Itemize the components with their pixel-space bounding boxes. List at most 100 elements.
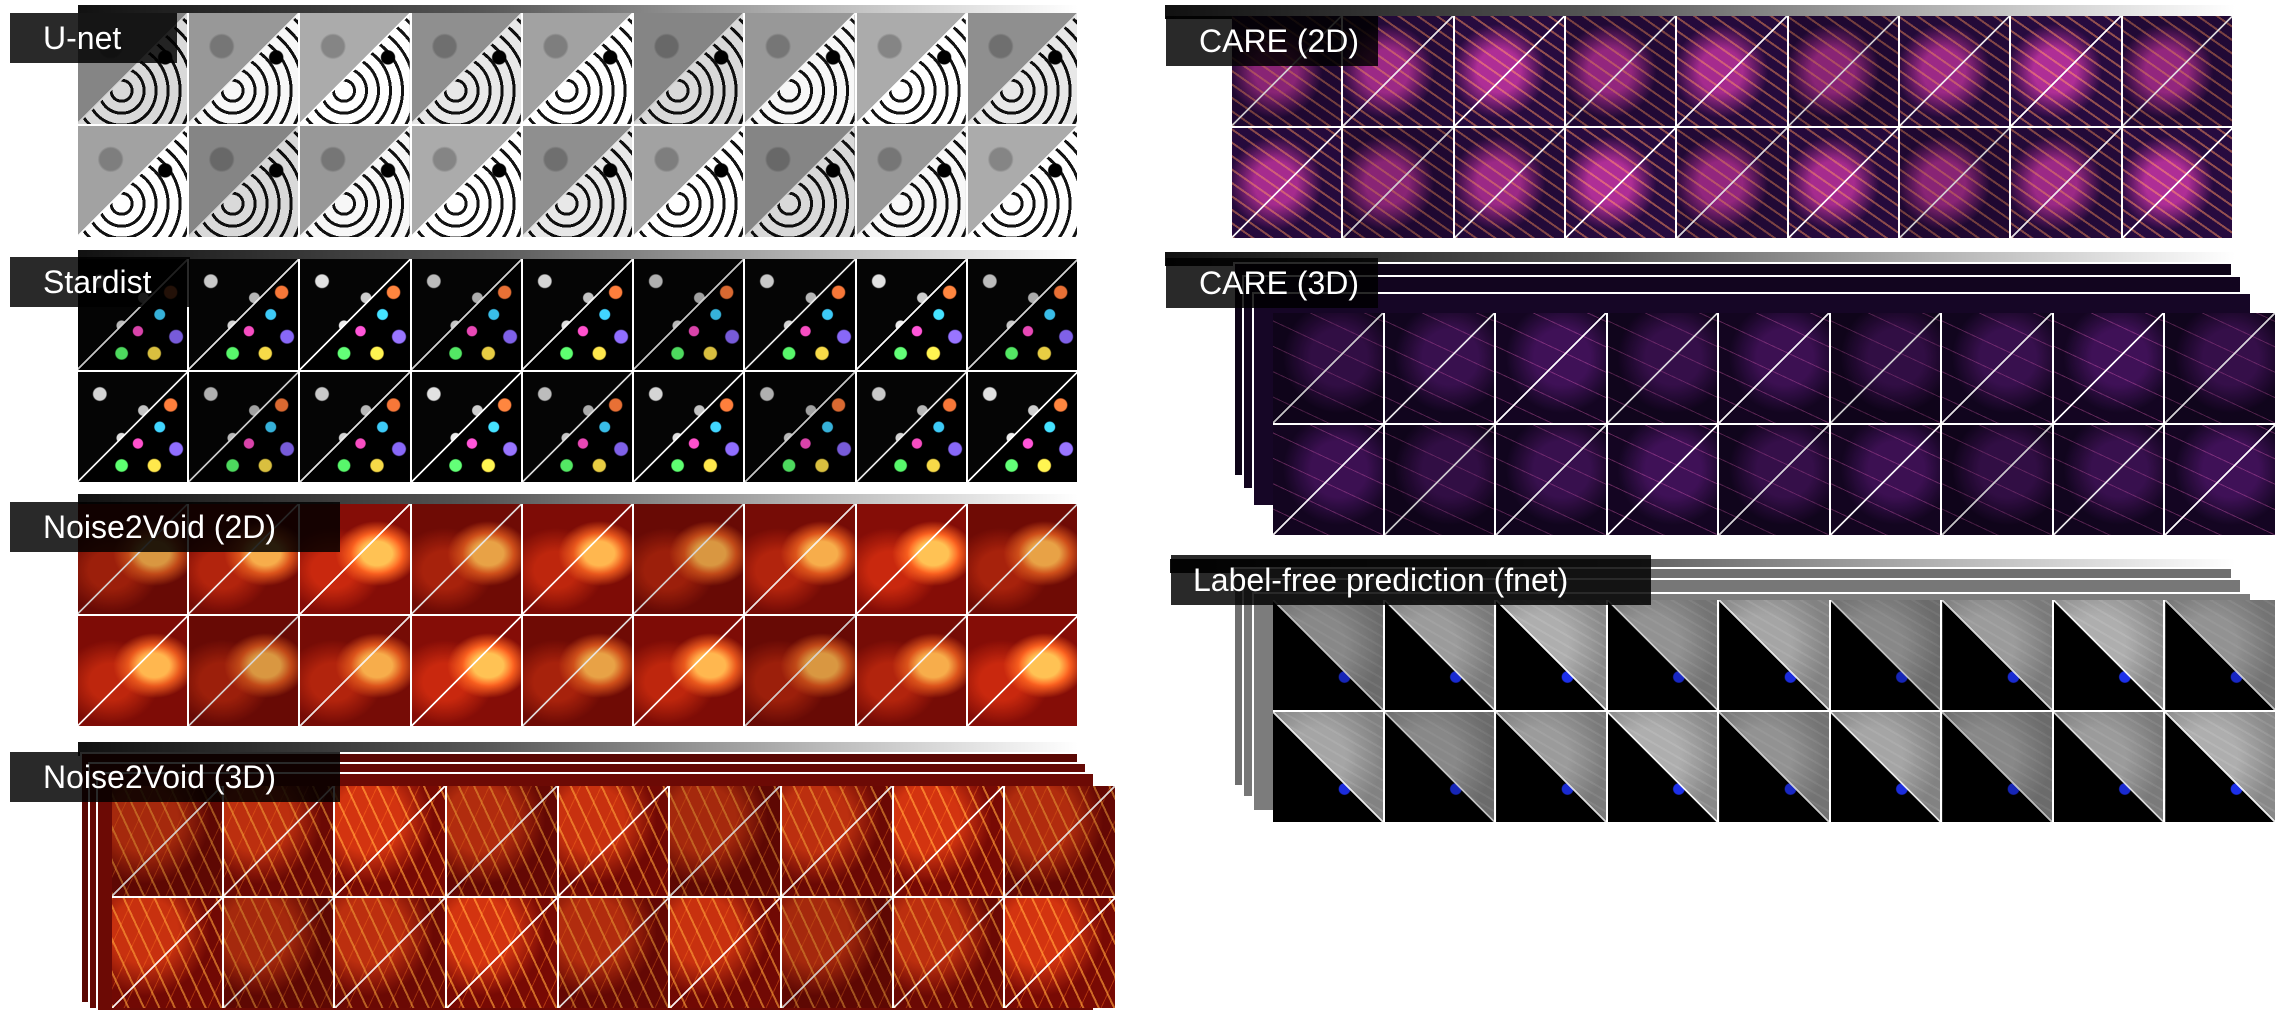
- prediction-overlay: [300, 13, 410, 124]
- n2v3d-image-grid: [112, 786, 1115, 1008]
- image-tile: [1454, 16, 1564, 126]
- image-tile: [300, 616, 410, 726]
- image-tile: [1830, 425, 1941, 535]
- image-tile: [856, 13, 966, 124]
- image-tile: [411, 126, 521, 237]
- image-tile: [1496, 425, 1606, 535]
- image-tile: [522, 616, 633, 726]
- image-tile: [411, 13, 521, 124]
- fnet-title: Label-free prediction (fnet): [1171, 555, 1651, 605]
- image-tile: [1607, 425, 1718, 535]
- image-tile: [1384, 600, 1495, 710]
- image-tile: [522, 259, 633, 370]
- prediction-overlay: [300, 126, 410, 237]
- prediction-overlay: [522, 126, 633, 237]
- prediction-overlay: [189, 13, 299, 124]
- image-tile: [2011, 128, 2121, 238]
- image-tile: [1384, 712, 1495, 822]
- image-tile: [856, 126, 966, 237]
- prediction-overlay: [1942, 712, 2052, 822]
- prediction-overlay: [745, 259, 855, 370]
- image-tile: [1005, 786, 1115, 896]
- image-tile: [112, 898, 222, 1008]
- prediction-overlay: [634, 259, 744, 370]
- prediction-overlay: [967, 371, 1077, 482]
- image-tile: [745, 616, 855, 726]
- prediction-overlay: [1384, 712, 1495, 822]
- prediction-overlay: [1607, 712, 1718, 822]
- prediction-overlay: [78, 371, 188, 482]
- image-tile: [223, 898, 334, 1008]
- image-tile: [2053, 313, 2164, 423]
- prediction-overlay: [1384, 600, 1495, 710]
- image-tile: [1719, 425, 1829, 535]
- image-tile: [1607, 600, 1718, 710]
- image-tile: [634, 616, 744, 726]
- image-tile: [967, 13, 1077, 124]
- image-tile: [446, 786, 557, 896]
- image-tile: [300, 371, 410, 482]
- image-tile: [1788, 128, 1898, 238]
- image-tile: [856, 616, 966, 726]
- image-tile: [1343, 16, 1453, 126]
- image-tile: [78, 616, 188, 726]
- image-tile: [1454, 128, 1564, 238]
- image-tile: [1232, 128, 1342, 238]
- prediction-overlay: [1273, 600, 1383, 710]
- image-tile: [781, 898, 892, 1008]
- image-tile: [78, 371, 188, 482]
- care3d-image-grid: [1273, 313, 2275, 535]
- stardist-title: Stardist: [10, 257, 190, 307]
- image-tile: [967, 126, 1077, 237]
- image-tile: [1830, 313, 1941, 423]
- image-tile: [670, 898, 780, 1008]
- prediction-overlay: [2165, 712, 2275, 822]
- image-tile: [411, 259, 521, 370]
- image-tile: [745, 13, 855, 124]
- prediction-overlay: [522, 371, 633, 482]
- image-tile: [2053, 712, 2164, 822]
- image-tile: [1384, 313, 1495, 423]
- image-tile: [522, 13, 633, 124]
- unet-title: U-net: [10, 13, 177, 63]
- image-tile: [1900, 16, 2010, 126]
- prediction-overlay: [78, 126, 188, 237]
- image-tile: [1607, 313, 1718, 423]
- image-tile: [411, 371, 521, 482]
- image-tile: [1719, 313, 1829, 423]
- image-tile: [2011, 16, 2121, 126]
- prediction-overlay: [522, 259, 633, 370]
- prediction-overlay: [634, 126, 744, 237]
- image-tile: [1496, 600, 1606, 710]
- stardist-image-grid: [78, 259, 1077, 482]
- image-tile: [634, 504, 744, 614]
- image-tile: [189, 259, 299, 370]
- prediction-overlay: [300, 371, 410, 482]
- image-tile: [411, 616, 521, 726]
- prediction-overlay: [1942, 600, 2052, 710]
- prediction-overlay: [1719, 712, 1829, 822]
- image-tile: [1830, 600, 1941, 710]
- prediction-overlay: [1496, 712, 1606, 822]
- image-tile: [1566, 128, 1676, 238]
- prediction-overlay: [634, 13, 744, 124]
- prediction-overlay: [1273, 712, 1383, 822]
- prediction-overlay: [967, 126, 1077, 237]
- image-tile: [1566, 16, 1676, 126]
- image-tile: [745, 259, 855, 370]
- image-tile: [1677, 128, 1787, 238]
- image-tile: [112, 786, 222, 896]
- image-tile: [1788, 16, 1898, 126]
- image-tile: [300, 259, 410, 370]
- prediction-overlay: [2165, 600, 2275, 710]
- care2d-image-grid: [1232, 16, 2232, 238]
- image-tile: [1942, 425, 2052, 535]
- unet-image-grid: [78, 13, 1077, 237]
- prediction-overlay: [634, 371, 744, 482]
- fnet-image-grid: [1273, 600, 2275, 822]
- image-tile: [558, 898, 669, 1008]
- care3d-title: CARE (3D): [1166, 258, 1378, 308]
- care2d-header-bar: [1165, 5, 2235, 19]
- image-tile: [2122, 16, 2232, 126]
- image-tile: [967, 504, 1077, 614]
